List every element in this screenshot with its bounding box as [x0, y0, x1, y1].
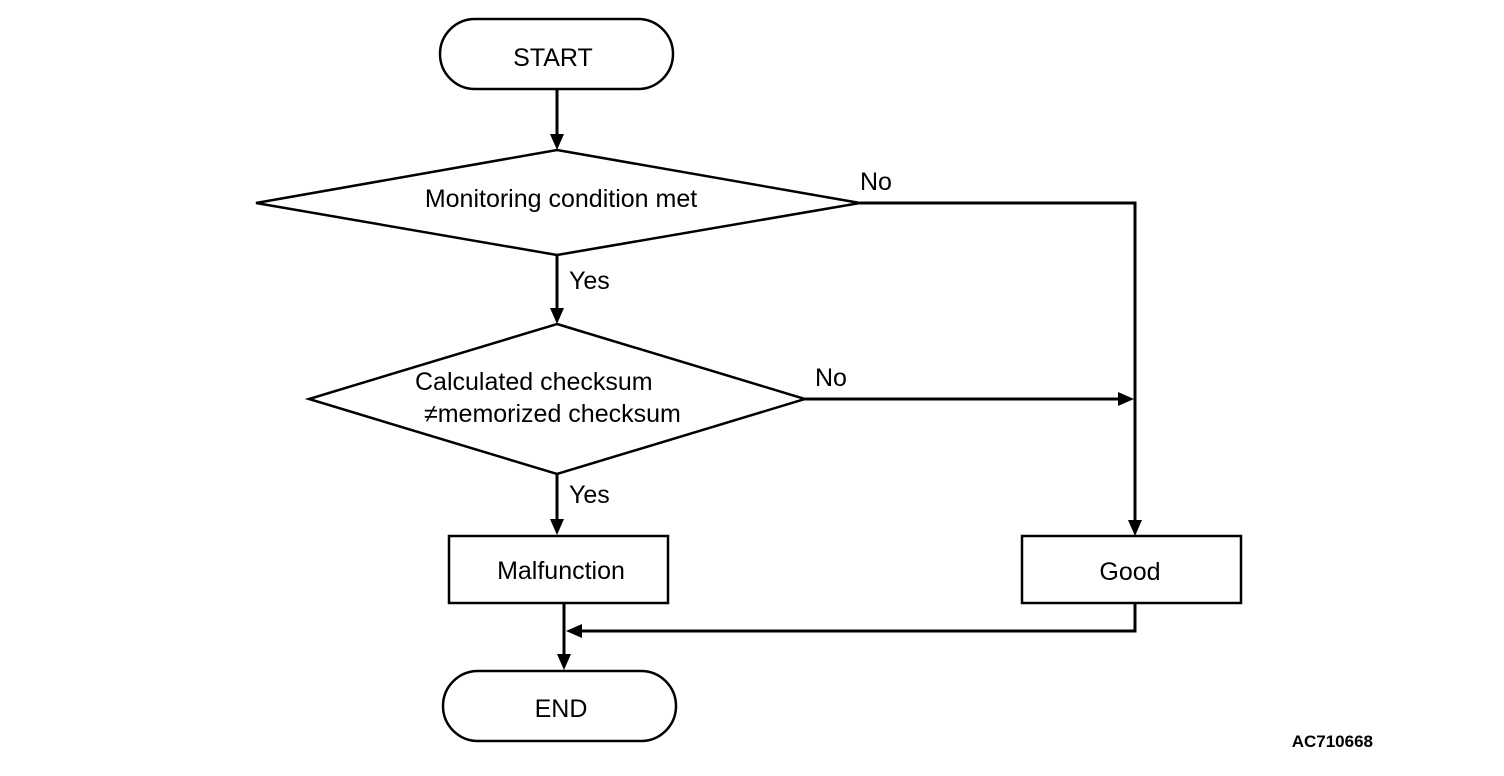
monitoring-no-label: No [860, 168, 892, 196]
arrowhead [566, 624, 582, 638]
connector-monitoring-no-to-good [860, 201, 1142, 536]
good-label: Good [1099, 558, 1160, 586]
decision-checksum-label-line2: ≠memorized checksum [424, 400, 681, 428]
connector-checksum-no-to-good [805, 392, 1134, 406]
connector-checksum-yes-to-malfunction [550, 474, 564, 535]
arrowhead [557, 654, 571, 670]
start-terminal: START [438, 17, 675, 91]
connector-good-to-merge [566, 603, 1137, 638]
decision-checksum-label-line1: Calculated checksum [415, 368, 653, 396]
start-label: START [513, 44, 593, 72]
good-box: Good [1020, 534, 1243, 605]
figure-code: AC710668 [1292, 732, 1373, 751]
arrowhead [550, 519, 564, 535]
checksum-yes-label: Yes [569, 481, 610, 509]
checksum-no-label: No [815, 364, 847, 392]
decision-checksum-compare: Calculated checksum ≠memorized checksum [304, 322, 810, 476]
decision-monitoring-condition: Monitoring condition met [255, 148, 861, 257]
decision-monitoring-label: Monitoring condition met [425, 185, 697, 213]
arrowhead [550, 308, 564, 324]
arrowhead [1128, 520, 1142, 536]
arrowhead [1118, 392, 1134, 406]
connector-monitoring-yes-to-checksum [550, 255, 564, 324]
malfunction-box: Malfunction [447, 534, 670, 605]
connector-start-to-monitoring [550, 89, 564, 150]
monitoring-yes-label: Yes [569, 267, 610, 295]
malfunction-label: Malfunction [497, 557, 625, 585]
connector-malfunction-to-end [557, 603, 571, 670]
end-terminal: END [441, 669, 678, 743]
arrowhead [550, 134, 564, 150]
end-label: END [535, 695, 588, 723]
